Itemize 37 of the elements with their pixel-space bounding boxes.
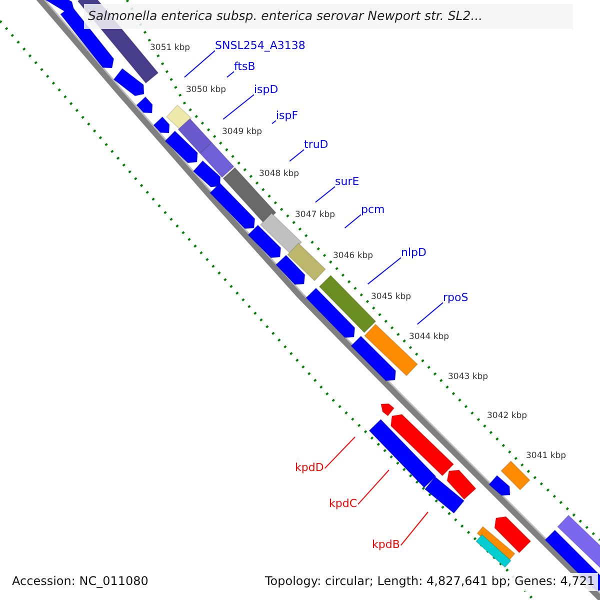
tick-label: 3043 kbp [447,373,490,383]
gene-label: pcm [361,204,385,217]
leader-line [367,257,402,285]
tick-label: 3047 kbp [294,211,336,221]
tick-label: 3042 kbp [486,412,528,422]
leader-line [358,470,390,505]
gene-label: nlpD [401,247,426,260]
gene-label: surE [335,176,360,189]
tick-label: 3048 kbp [258,170,300,180]
gene-label: rpoS [443,292,468,305]
gene-label: SNSL254_A3138 [215,40,306,53]
leader-line [184,50,216,78]
gene-label: truD [304,139,328,152]
title: Salmonella enterica subsp. enterica serovar Newport str. SL2... [84,4,573,30]
gene-label: kpdD [295,462,324,475]
tick-label: 3050 kbp [185,86,228,96]
leader-line [289,149,304,162]
leader-line [416,302,444,325]
tick-label: 3041 kbp [525,452,568,462]
tick-label: 3045 kbp [370,293,412,303]
gene-label: ispD [254,84,278,97]
gene-label: kpdB [372,539,400,552]
leader-line [222,94,254,120]
tick-label: 3049 kbp [221,128,264,138]
gene-label: ftsB [234,61,256,74]
tick-label: 3044 kbp [408,333,450,343]
leader-line [344,214,362,228]
leader-line [324,436,356,469]
leader-line [314,186,336,203]
gene-label: ispF [276,110,298,123]
gene-label: kpdC [329,498,358,511]
leader-line [272,120,276,124]
leader-line [400,512,428,546]
footer-text: Topology: circular; Length: 4,827,641 bp; Genes: 4,721 [262,573,598,591]
leader-line [226,71,234,78]
tick-label: 3051 kbp [149,44,192,54]
tick-label: 3046 kbp [332,252,374,262]
